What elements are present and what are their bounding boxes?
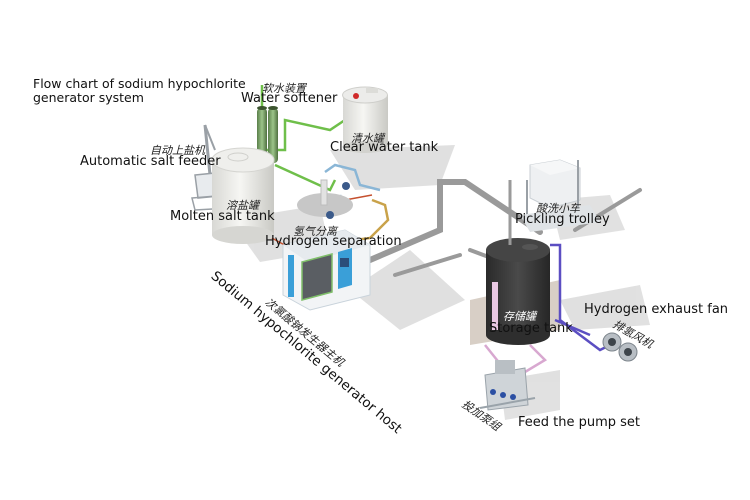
title-line-1: Flow chart of sodium hypochlorite [33, 76, 246, 91]
pickling-trolley-label: Pickling trolley [515, 212, 610, 227]
clear-water-tank-label: Clear water tank [330, 140, 439, 155]
product-pipes [550, 243, 611, 352]
molten-salt-tank [211, 147, 275, 244]
pickling-trolley-label-cn: 酸洗小车 [536, 202, 580, 215]
water-softener [257, 106, 278, 163]
water-softener-label: Water softener [241, 91, 338, 106]
hydrogen-exhaust-fans [602, 332, 638, 362]
molten-salt-tank-label-cn: 溶盐罐 [226, 199, 259, 212]
salt-feeder-label: Automatic salt feeder [80, 154, 221, 169]
hydrogen-separation-label-cn: 氢气分离 [293, 225, 337, 238]
storage-tank-label: Storage tank [489, 321, 573, 336]
storage-tank-label-cn: 存储罐 [503, 310, 536, 323]
clear-water-tank-label-cn: 清水罐 [351, 132, 384, 145]
feed-pump-set [479, 360, 536, 411]
hydrogen-separation-label: Hydrogen separation [265, 234, 402, 249]
diagram-title: Flow chart of sodium hypochlorite genera… [33, 77, 246, 105]
generator-host [282, 229, 371, 311]
storage-tank [486, 180, 550, 345]
hydrogen-exhaust-fan-label: Hydrogen exhaust fan [584, 302, 729, 317]
salt-feeder-label-cn: 自动上盐机 [150, 144, 205, 157]
feed-pump-set-label: Feed the pump set [518, 415, 641, 430]
hydrogen-separator [297, 179, 353, 219]
water-softener-label-cn: 软水装置 [262, 82, 306, 95]
clear-water-tank [342, 86, 388, 153]
molten-salt-tank-label: Molten salt tank [170, 209, 275, 224]
pickling-trolley [520, 159, 600, 232]
title-line-2: generator system [33, 90, 144, 105]
